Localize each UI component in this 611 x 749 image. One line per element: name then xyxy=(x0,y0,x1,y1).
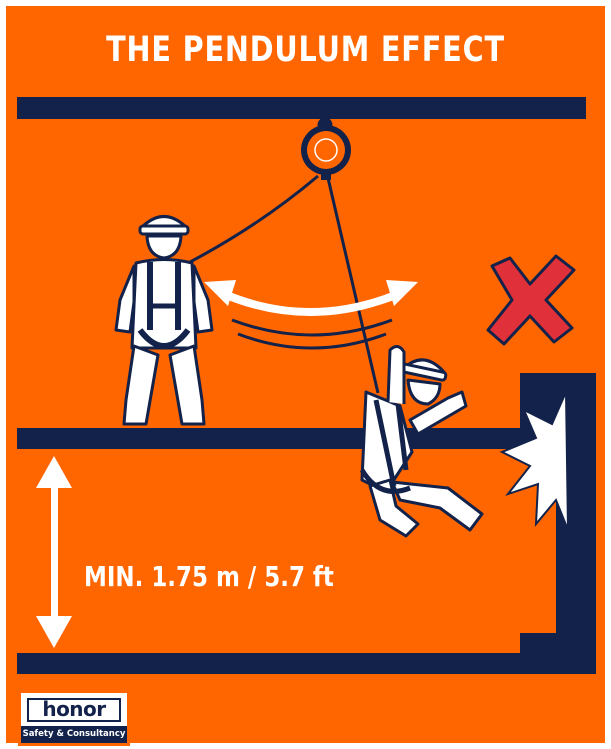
logo-wordmark: honor xyxy=(27,698,121,722)
min-height-label: MIN. 1.75 m / 5.7 ft xyxy=(84,560,334,593)
ground-floor xyxy=(17,653,547,674)
logo-tagline: Safety & Consultancy xyxy=(21,726,127,743)
top-beam xyxy=(17,97,586,119)
poster-title: THE PENDULUM EFFECT xyxy=(55,30,556,70)
upper-floor xyxy=(17,428,587,449)
honor-logo: honor Safety & Consultancy xyxy=(18,690,130,746)
